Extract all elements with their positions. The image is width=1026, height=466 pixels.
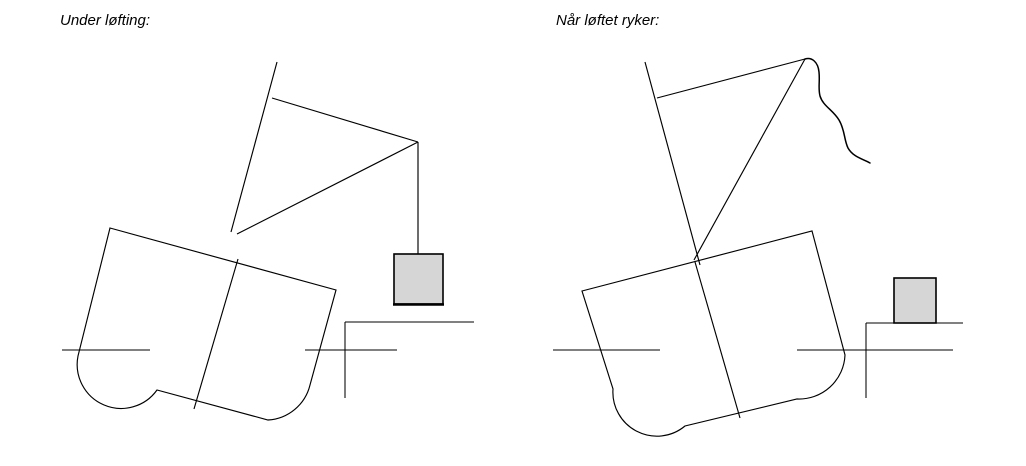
hull-outline-lift-breaks: [581, 230, 846, 437]
quay-left-panel: [344, 321, 474, 398]
suspended-load: [393, 253, 444, 306]
panel-caption-during-lift: Under løfting:: [60, 12, 151, 29]
crane-jib-during-lift: [271, 97, 419, 143]
quay-right-panel: [865, 322, 963, 398]
panel-during-lift: [62, 61, 474, 421]
crane-jib-lift-breaks: [656, 58, 806, 99]
panel-lift-breaks: [553, 57, 963, 437]
panel-caption-lift-breaks: Når løftet ryker:: [556, 12, 660, 29]
crane-pendant-during-lift: [236, 141, 419, 235]
crane-mast-lift-breaks: [644, 61, 701, 266]
hull-bulkhead-line: [193, 258, 239, 410]
load-box-during-lift: [393, 253, 444, 305]
crane-mast-during-lift: [230, 61, 278, 233]
landed-load: [893, 277, 937, 324]
hull-bulkhead-line: [694, 261, 741, 419]
crane-pendant-lift-breaks: [693, 58, 806, 261]
load-box-lift-breaks: [893, 277, 937, 324]
snapped-cable: [804, 57, 871, 164]
hull-outline-during-lift: [76, 227, 337, 421]
